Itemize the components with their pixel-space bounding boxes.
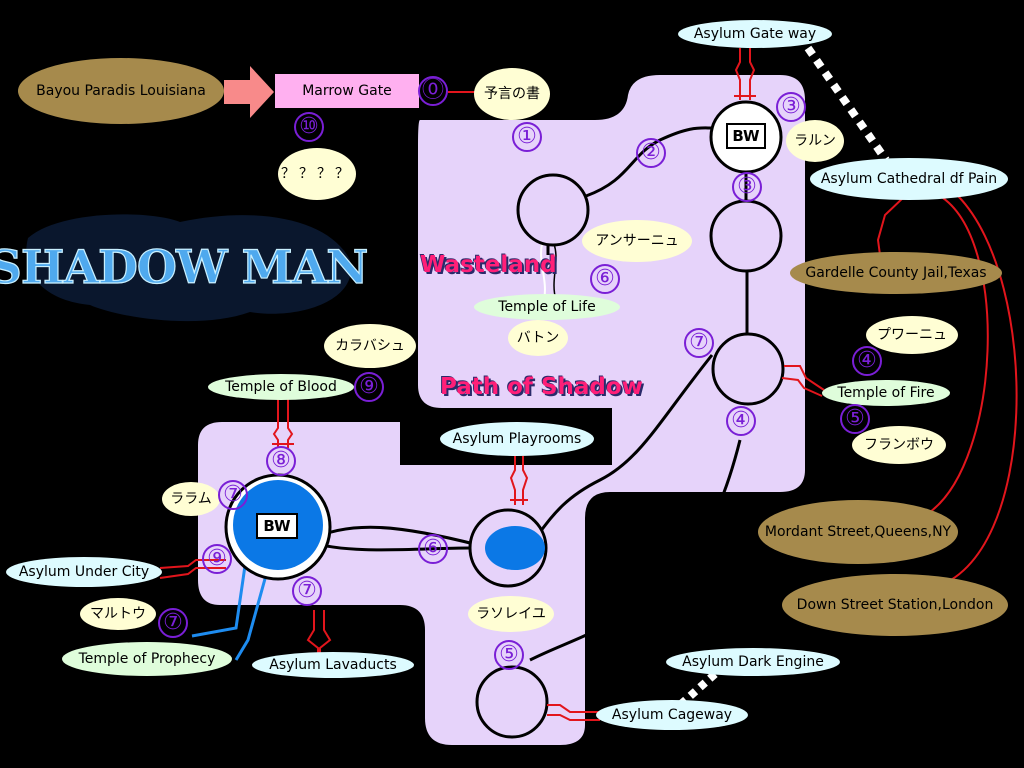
- asylum-playrooms-label[interactable]: Asylum Playrooms: [440, 422, 594, 456]
- note-lasoleiyu: ラソレイユ: [468, 596, 554, 632]
- dashed-gateway-cathedral: [804, 45, 890, 163]
- note-ralum: ララム: [162, 482, 220, 516]
- note-puwanyu: プワーニュ: [866, 316, 958, 354]
- red-connectors: [159, 48, 1018, 721]
- mordant-label[interactable]: Mordant Street,Queens,NY: [758, 500, 958, 564]
- prophecy-link-2: [234, 567, 270, 661]
- marker-7a: ⑦: [684, 328, 714, 358]
- marker-7b: ⑦: [218, 480, 248, 510]
- arrow-bayou-marrow: [224, 66, 274, 118]
- node-bottom: [475, 665, 549, 739]
- note-answer-nyu: アンサーニュ: [582, 220, 692, 262]
- node-playroom-core: [485, 526, 545, 570]
- asylum-cathedral-label[interactable]: Asylum Cathedral df Pain: [810, 158, 1008, 200]
- path-of-shadow-title: Path of Shadow: [440, 374, 643, 400]
- logo-text: SHADOW MAN: [0, 240, 367, 294]
- marker-6a: ⑥: [590, 264, 620, 294]
- marker-8: ⑧: [266, 446, 296, 476]
- node-fire: [711, 332, 785, 406]
- marker-4b: ④: [726, 406, 756, 436]
- route-fire-bottom: [529, 439, 742, 662]
- bayou-label[interactable]: Bayou Paradis Louisiana: [18, 58, 224, 124]
- nodes: [224, 100, 785, 739]
- marker-4a: ④: [852, 346, 882, 376]
- route-fire-playroom: [528, 354, 714, 546]
- marker-10: ⑩: [294, 112, 324, 142]
- marker-5a: ⑤: [840, 404, 870, 434]
- marker-7c: ⑦: [292, 576, 322, 606]
- marker-1: ①: [512, 122, 542, 152]
- marker-3a: ③: [776, 92, 806, 122]
- asylum-dark-engine-label[interactable]: Asylum Dark Engine: [666, 648, 840, 676]
- down-street-label[interactable]: Down Street Station,London: [782, 574, 1008, 636]
- marrow-gate-label[interactable]: Marrow Gate: [275, 74, 419, 108]
- note-unknown: ？？？？: [278, 148, 356, 200]
- bw-box-top[interactable]: BW: [726, 123, 766, 149]
- asylum-gate-way-label[interactable]: Asylum Gate way: [678, 20, 832, 48]
- note-flambeau: フランボウ: [852, 426, 946, 464]
- dashed-dark-engine: [669, 671, 718, 715]
- asylum-cageway-label[interactable]: Asylum Cageway: [596, 700, 748, 730]
- note-marteau: マルトウ: [80, 598, 156, 630]
- node-right-top: [709, 199, 783, 273]
- note-calabash: カラバシュ: [324, 324, 416, 368]
- node-wasteland: [516, 173, 590, 247]
- prophecy-link: [191, 544, 250, 638]
- temple-of-prophecy-label[interactable]: Temple of Prophecy: [62, 642, 232, 676]
- marker-6b: ⑥: [418, 534, 448, 564]
- gardelle-label[interactable]: Gardelle County Jail,Texas: [790, 252, 1002, 294]
- marker-9a: ⑨: [354, 372, 384, 402]
- wasteland-title: Wasteland: [420, 252, 557, 278]
- marker-7d: ⑦: [158, 608, 188, 638]
- marker-0: ⓪: [418, 76, 448, 106]
- asylum-lavaducts-label[interactable]: Asylum Lavaducts: [252, 652, 414, 678]
- temple-of-blood-label[interactable]: Temple of Blood: [208, 374, 354, 400]
- marker-2: ②: [636, 138, 666, 168]
- note-book-of-prophecy: 予言の書: [474, 68, 550, 120]
- shadow-man-logo: SHADOW MAN: [0, 214, 369, 322]
- note-ralun: ラルン: [786, 120, 844, 162]
- temple-of-life-label[interactable]: Temple of Life: [474, 294, 620, 320]
- temple-of-fire-label[interactable]: Temple of Fire: [822, 380, 950, 406]
- note-baton: バトン: [508, 320, 568, 356]
- asylum-under-city-label[interactable]: Asylum Under City: [6, 557, 162, 587]
- marker-3b: ③: [732, 172, 762, 202]
- marker-5b: ⑤: [494, 640, 524, 670]
- marker-9b: ⑨: [202, 544, 232, 574]
- bw-box-left[interactable]: BW: [256, 513, 298, 539]
